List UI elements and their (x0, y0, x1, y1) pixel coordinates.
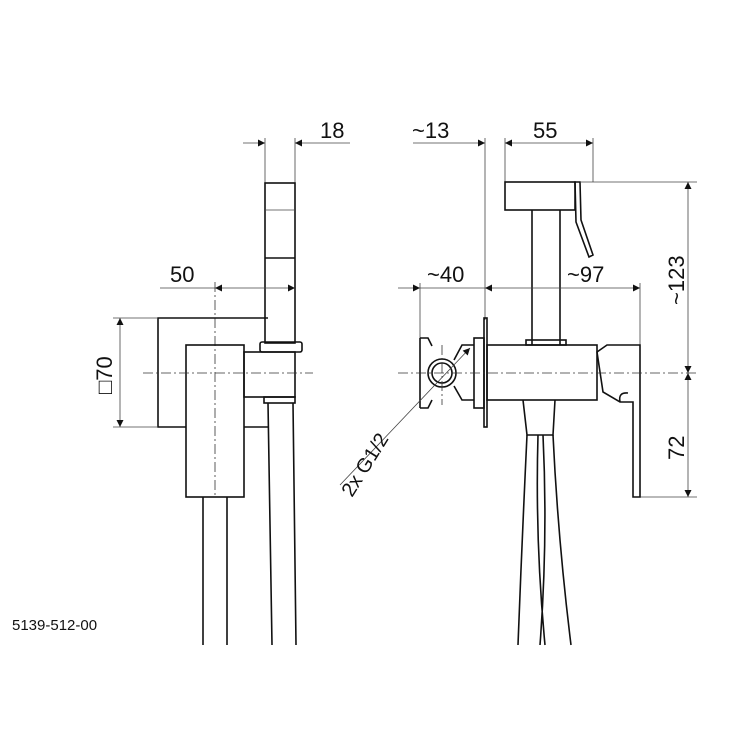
trigger-lever (574, 181, 594, 259)
connection-leader (339, 347, 471, 486)
side-view: 18 50 □70 (92, 118, 350, 646)
handshower (264, 182, 296, 344)
holder-ring (525, 339, 567, 346)
mixer-lever (596, 344, 641, 498)
handshower-head (504, 181, 576, 211)
hose-connector (243, 351, 296, 398)
connection-label: 2x G1/2 (338, 430, 394, 501)
dim-height-bottom: 72 (664, 436, 689, 460)
dim-handshower-width: 18 (320, 118, 344, 143)
dim-plate-offset: ~13 (412, 118, 449, 143)
valve-body (185, 344, 245, 498)
wall-plate (157, 317, 268, 428)
front-view: ~13 55 ~40 ~97 ~123 72 (338, 118, 697, 646)
hose (202, 497, 228, 645)
hose (517, 434, 572, 646)
valve-body (486, 344, 598, 401)
dim-offset: 50 (170, 262, 194, 287)
hose-nut (263, 396, 296, 404)
dim-head-width: 55 (533, 118, 557, 143)
hose (267, 402, 297, 646)
connection-bracket (453, 344, 474, 401)
drawing-code: 5139-512-00 (12, 617, 97, 634)
dim-plate-size: □70 (92, 356, 117, 394)
lever-pivot (618, 392, 629, 403)
holder-ring (259, 341, 303, 353)
dim-projection: ~97 (567, 262, 604, 287)
handshower-handle (531, 210, 561, 345)
dim-connection-depth: ~40 (427, 262, 464, 287)
hose-nut (522, 399, 556, 436)
dim-height-top: ~123 (664, 255, 689, 305)
